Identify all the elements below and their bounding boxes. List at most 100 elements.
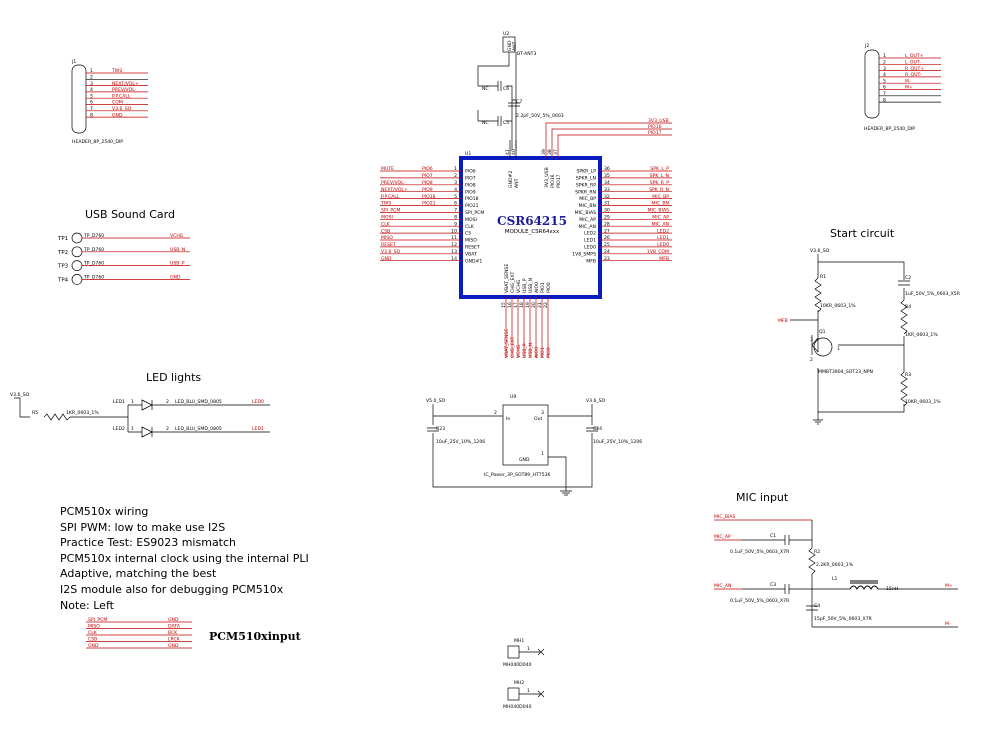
led-supply-wire <box>14 397 30 418</box>
led-title: LED lights <box>146 371 201 384</box>
led-symbol <box>128 426 270 438</box>
note-line: PCM510x wiring <box>60 505 149 518</box>
note-line: PCM510x internal clock using the interna… <box>60 551 309 565</box>
pcm-left-net: MISO <box>88 624 100 630</box>
chip-right-pin-name: MIC_BN <box>579 203 596 209</box>
chip-bottom-pin-num: 21 <box>537 302 543 308</box>
chip-right-pin-name: SPKR_LN <box>576 176 596 182</box>
c3-ref: C3 <box>770 582 776 588</box>
led-symbol <box>128 399 270 411</box>
chip-bottom-net: CHG_EXT <box>510 337 516 358</box>
start-mfb: MFB <box>778 318 788 324</box>
chip-top-pin-name: 3V3_USB <box>544 167 550 188</box>
chip-left-pin-name: PIO9 <box>465 189 476 195</box>
chip-bottom-pin-num: 20 <box>531 302 537 308</box>
antenna-name: BT-ANT3 <box>517 51 536 57</box>
header-pin-net: R_OUT- <box>905 72 922 78</box>
chip-left-tag: PIO21 <box>422 201 436 207</box>
q1-pin2: 2 <box>810 357 813 363</box>
q1-pin3: 3 <box>810 337 813 343</box>
chip-right-pin-num: 34 <box>604 180 610 186</box>
c2-ref: C2 <box>905 275 911 281</box>
r1-value: 10KR_0603_1% <box>820 303 856 309</box>
chip-right-pin-num: 32 <box>604 194 610 200</box>
chip-left-net: P.P.CALL <box>381 194 400 200</box>
usb-tp-ref: TP1 <box>57 236 68 242</box>
c5-symbol <box>497 116 502 126</box>
mount-pin: 1 <box>527 688 530 694</box>
chip-top-pins: GND#241ANT403V3_USB39PIO1638PIO17373V3_U… <box>505 118 672 188</box>
led-ref: LED1 <box>113 399 125 405</box>
mic-title: MIC input <box>736 491 789 504</box>
c23-ref: C23 <box>436 426 445 432</box>
chip-top-pin-num: 39 <box>541 149 547 155</box>
start-title: Start circuit <box>830 227 895 240</box>
chip-left-pin-name: RESET <box>465 245 480 251</box>
j1-footprint: HEADER_8P_2540_DIP <box>72 139 123 145</box>
usb-net: VCHG <box>170 233 184 239</box>
reg-pin-in: 2 <box>494 410 497 416</box>
mic-block: MIC input MIC_BIAS MIC_AP MIC_AN C1 0.1u… <box>714 491 958 628</box>
chip-left-pin-name: PIO7 <box>465 176 476 182</box>
chip-right-pin-num: 26 <box>604 235 610 241</box>
chip-right-pin-name: SPKR_LP <box>576 169 596 175</box>
reg-out-net: V3.6_SO <box>586 398 606 404</box>
mount-body <box>507 645 520 659</box>
c7-ref: C7 <box>516 99 522 105</box>
chip-left-net: GND <box>381 256 392 262</box>
c6-label: NC <box>482 86 489 92</box>
chip-left-pin-num: 5 <box>454 194 457 200</box>
test-point-symbol <box>71 274 83 285</box>
mount-pin: 1 <box>527 646 530 652</box>
chip-right-net: MIC_BN <box>652 201 669 207</box>
chip-bottom-net: VCHG <box>516 344 522 358</box>
r2-ref: R2 <box>814 549 820 555</box>
chip-left-pin-name: PIO21 <box>465 203 479 209</box>
chip-left-pin-name: SPI_PCM <box>465 210 484 216</box>
header-pin-net: COM <box>112 100 123 106</box>
chip-bottom-pin-name: VCHG <box>516 279 522 293</box>
chip-right-net: LED1 <box>657 235 669 241</box>
c5-label: NC <box>482 120 489 126</box>
pcm-left-net: CLK <box>88 630 98 636</box>
chip-right-pin-num: 25 <box>604 242 610 248</box>
chip-right-pin-num: 27 <box>604 228 610 234</box>
chip-ref: U1 <box>465 151 471 157</box>
chip-top-pin-num: 38 <box>547 149 553 155</box>
start-wires <box>790 254 905 420</box>
chip-bottom-pin-name: VBAT_SENSE <box>504 264 510 293</box>
mic-an: MIC_AN <box>714 583 731 589</box>
test-point-symbol <box>71 246 83 258</box>
reg-gnd-label: GND <box>519 457 530 463</box>
chip-right-pin-name: LED2 <box>584 231 596 237</box>
note-line: I2S module also for debugging PCM510x <box>60 582 284 596</box>
led-pin1: 1 <box>131 426 134 432</box>
chip-body <box>459 156 602 299</box>
chip-left-tag: PIO8 <box>422 180 433 186</box>
start-block: Start circuit V3.6_SO R1 10KR_0603_1% C2… <box>778 227 961 425</box>
chip-bottom-pin-num: 16 <box>507 302 513 308</box>
pcm-left-net: GND <box>88 643 99 649</box>
mount-part: MH040D040 <box>503 662 532 668</box>
c5-wires <box>477 110 512 122</box>
chip-bottom-pin-num: 18 <box>519 302 525 308</box>
usb-tp-ref: TP2 <box>57 250 68 256</box>
chip-left-pin-num: 1 <box>454 166 457 172</box>
c23-value: 10uF_25V_10%_1206 <box>436 439 485 445</box>
r1-ref: R1 <box>820 274 826 280</box>
chip-left-pin-num: 14 <box>451 256 457 262</box>
reg-pin-gnd: 1 <box>541 451 544 457</box>
chip-right-pin-name: LED1 <box>584 238 596 244</box>
usb-net: USB_P <box>170 261 185 267</box>
q1-part: MMBT3904_SOT23_NPN <box>818 369 873 375</box>
chip-right-pin-name: MFB <box>586 258 596 264</box>
c1-ref: C1 <box>770 533 776 539</box>
header-pin-net: NEXT/VOL+ <box>112 81 139 87</box>
mount-ref: MH2 <box>514 680 524 686</box>
chip-right-net: MIC_AN <box>652 221 669 227</box>
chip-top-net-wire <box>557 134 672 140</box>
chip-name: CSR64215 <box>497 214 567 228</box>
